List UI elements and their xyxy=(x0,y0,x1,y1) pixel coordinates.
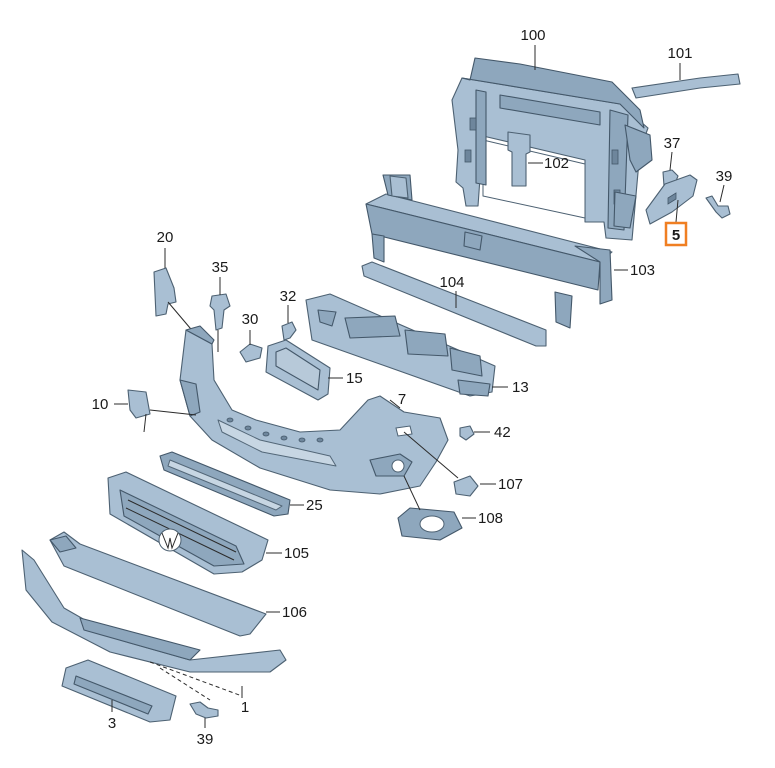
leader-39-dashed xyxy=(159,667,211,701)
callout-102: 102 xyxy=(544,155,569,172)
screw-35-part xyxy=(209,293,231,331)
reinforcement-beam-part xyxy=(365,174,613,329)
callout-105: 105 xyxy=(284,545,309,562)
callout-107: 107 xyxy=(498,476,523,493)
clip-32-part xyxy=(281,321,297,341)
screw-30-part xyxy=(239,343,263,363)
callout-39-bottom: 39 xyxy=(197,731,214,748)
callout-5: 5 xyxy=(672,227,680,244)
callout-7: 7 xyxy=(398,391,406,408)
strip-101-part xyxy=(631,73,741,99)
bracket-20-part xyxy=(153,267,177,317)
bracket-102-part xyxy=(507,131,531,187)
callout-32: 32 xyxy=(280,288,297,305)
callout-30: 30 xyxy=(242,311,259,328)
energy-absorber-part xyxy=(305,293,496,397)
upper-grille-105-part xyxy=(107,471,269,575)
callout-10: 10 xyxy=(92,396,109,413)
tow-hook-cap-107-part xyxy=(453,475,479,497)
highlight-box-5 xyxy=(664,221,688,247)
callout-101: 101 xyxy=(667,45,692,62)
washer-cap-10-part xyxy=(127,389,151,433)
bumper-cover-part xyxy=(179,325,449,495)
callout-25: 25 xyxy=(306,497,323,514)
leader-37 xyxy=(669,151,673,171)
leader-39-top xyxy=(719,184,725,203)
trim-106-part xyxy=(49,531,267,637)
lower-spoiler-1-part xyxy=(21,549,287,673)
callout-104: 104 xyxy=(439,274,464,291)
screw-39-bottom-part xyxy=(189,701,219,719)
underbody-bracket-3-part xyxy=(61,659,177,723)
screw-39-top-part xyxy=(705,195,731,219)
clip-42-part xyxy=(459,425,475,441)
absorber-strip-part xyxy=(361,261,547,347)
callout-42: 42 xyxy=(494,424,511,441)
callout-100: 100 xyxy=(520,27,545,44)
callout-35: 35 xyxy=(212,259,229,276)
callout-20: 20 xyxy=(157,229,174,246)
callout-106: 106 xyxy=(282,604,307,621)
callout-103: 103 xyxy=(630,262,655,279)
bracket-5-part xyxy=(645,174,698,225)
callout-108: 108 xyxy=(478,510,503,527)
license-plate-holder-part xyxy=(265,339,331,401)
callout-1: 1 xyxy=(241,699,249,716)
lower-grille-25-part xyxy=(159,451,291,517)
callout-15: 15 xyxy=(346,370,363,387)
callout-37: 37 xyxy=(664,135,681,152)
leader-107-to-bumper xyxy=(403,431,459,479)
leader-10-to-bumper xyxy=(149,409,197,416)
callout-13: 13 xyxy=(512,379,529,396)
leader-5 xyxy=(675,199,679,223)
lock-carrier-part xyxy=(451,57,653,241)
leader-108-to-bumper xyxy=(403,475,421,511)
fog-grille-108-part xyxy=(397,507,463,541)
callout-39-top: 39 xyxy=(716,168,733,185)
leader-1-dashed xyxy=(149,661,243,697)
leader-7 xyxy=(389,399,401,409)
callout-3: 3 xyxy=(108,715,116,732)
